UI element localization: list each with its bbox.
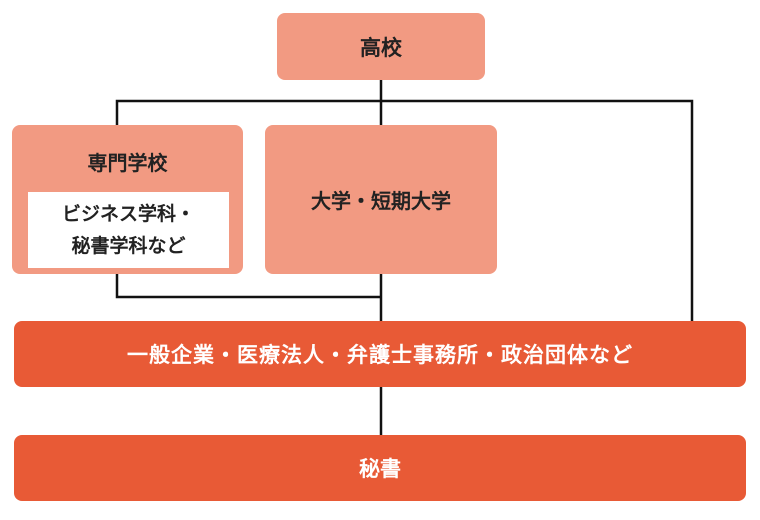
connector-branch-to-schools-and-employers — [115, 99, 694, 321]
vocational-department-line-1: ビジネス学科・ — [61, 203, 195, 225]
connector-vocational-to-employers — [115, 274, 381, 299]
node-secretary: 秘書 — [14, 435, 746, 501]
node-university: 大学・短期大学 — [265, 125, 497, 274]
node-employers: 一般企業・医療法人・弁護士事務所・政治団体など — [14, 321, 746, 387]
vocational-departments-box: ビジネス学科・ 秘書学科など — [28, 192, 229, 268]
vocational-department-line-2: 秘書学科など — [71, 235, 186, 257]
node-high-school: 高校 — [277, 13, 485, 80]
vocational-school-title: 専門学校 — [87, 151, 168, 175]
node-vocational-school: 専門学校 ビジネス学科・ 秘書学科など — [12, 125, 243, 274]
